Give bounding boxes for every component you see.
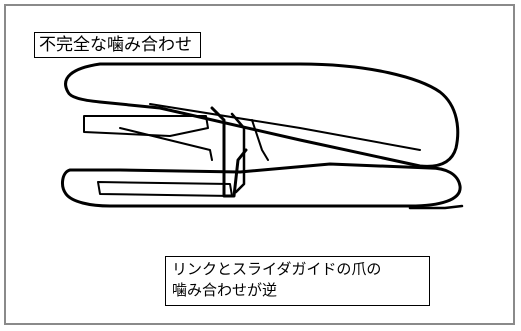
slider-guide-lower [119,127,213,161]
title-label: 不完全な噛み合わせ [34,32,201,58]
stapler-top-arm [64,62,460,168]
annotation-line-2: 噛み合わせが逆 [172,281,278,299]
link-mechanism-3 [251,119,269,161]
annotation-label: リンクとスライダガイドの爪の 噛み合わせが逆 [165,256,430,306]
stapler-base [61,162,462,208]
slider-guide-upper [83,115,209,137]
link-mechanism-2 [230,112,246,194]
stapler-top-arm-edge [149,103,421,151]
annotation-line-1: リンクとスライダガイドの爪の [172,260,382,278]
ground-line [408,204,464,210]
stapler-base-channel [97,181,233,197]
link-mechanism [210,106,248,198]
